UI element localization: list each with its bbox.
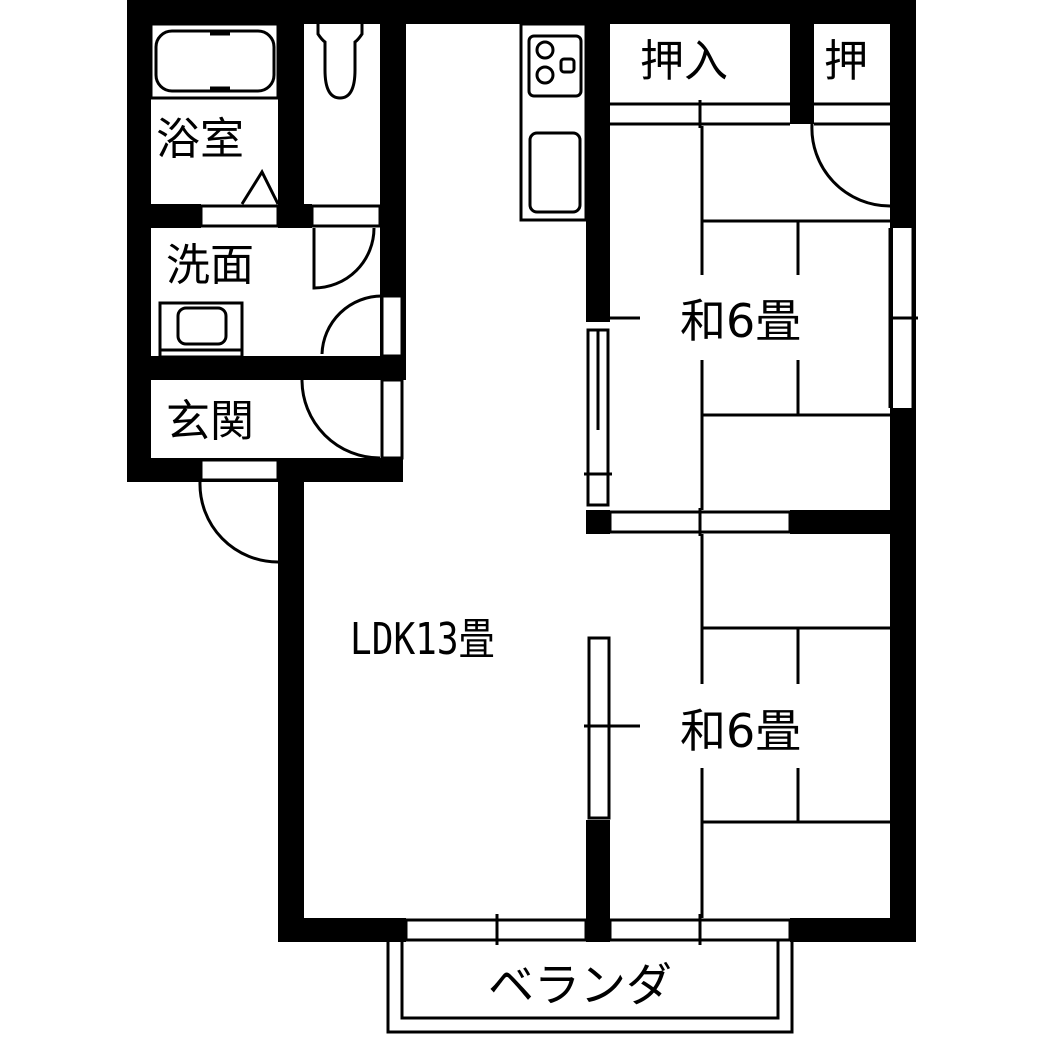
- sliding-door-ldk-lower: [584, 636, 640, 820]
- walls: [127, 0, 916, 942]
- stove-icon: [527, 34, 583, 98]
- room-label-ldk: LDK13畳: [350, 614, 495, 665]
- wash-basin-icon: [158, 301, 244, 359]
- tatami-upper: [700, 126, 890, 510]
- kitchen-sink-icon: [528, 131, 582, 214]
- toilet-icon: [316, 24, 364, 100]
- room-label-closet-small: 押: [824, 36, 868, 87]
- veranda-windows: [404, 914, 792, 945]
- entrance-inner-door-icon: [300, 378, 404, 460]
- front-door-icon: [198, 458, 280, 564]
- room-label-closet-main: 押入: [640, 36, 728, 87]
- sliding-door-ldk-upper: [584, 316, 640, 507]
- bathtub-icon: [149, 22, 280, 100]
- kitchen-counter: [519, 22, 588, 222]
- room-label-washitsu-upper: 和6畳: [680, 294, 802, 348]
- room-label-washitsu-lower: 和6畳: [680, 704, 802, 758]
- closet-doors: [610, 100, 891, 208]
- washroom-door-icon: [320, 294, 404, 358]
- bath-folding-door-icon: [199, 168, 280, 228]
- sliding-door-washitsu: [608, 508, 792, 536]
- veranda-outline: [386, 940, 794, 1034]
- room-label-veranda: ベランダ: [488, 958, 672, 1012]
- room-label-entrance: 玄関: [166, 396, 254, 447]
- toilet-door-icon: [310, 204, 382, 290]
- room-label-washroom: 洗面: [166, 240, 254, 291]
- room-label-bath: 浴室: [156, 114, 244, 165]
- tatami-lower: [700, 534, 890, 918]
